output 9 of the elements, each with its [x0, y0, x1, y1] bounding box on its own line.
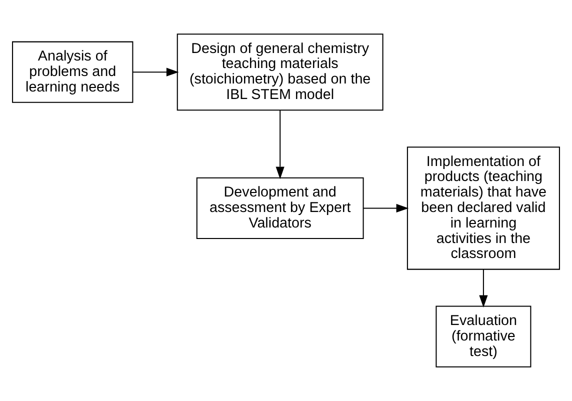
arrow	[133, 68, 179, 76]
node-box: Evaluation (formative test)	[436, 306, 532, 368]
node-box: Design of general chemistry teaching materials (stoichiometry) based on the IBL STEM model	[176, 34, 384, 111]
arrow	[479, 269, 488, 308]
node-box: Implementation of products (teaching materials) that have been declared valid in learning activities in the classroom	[406, 146, 560, 270]
node-box: Analysis of problems and learning needs	[12, 41, 134, 103]
arrow	[364, 204, 409, 213]
arrow	[276, 110, 284, 180]
node-box: Development and assessment by Expert Validators	[196, 177, 364, 240]
